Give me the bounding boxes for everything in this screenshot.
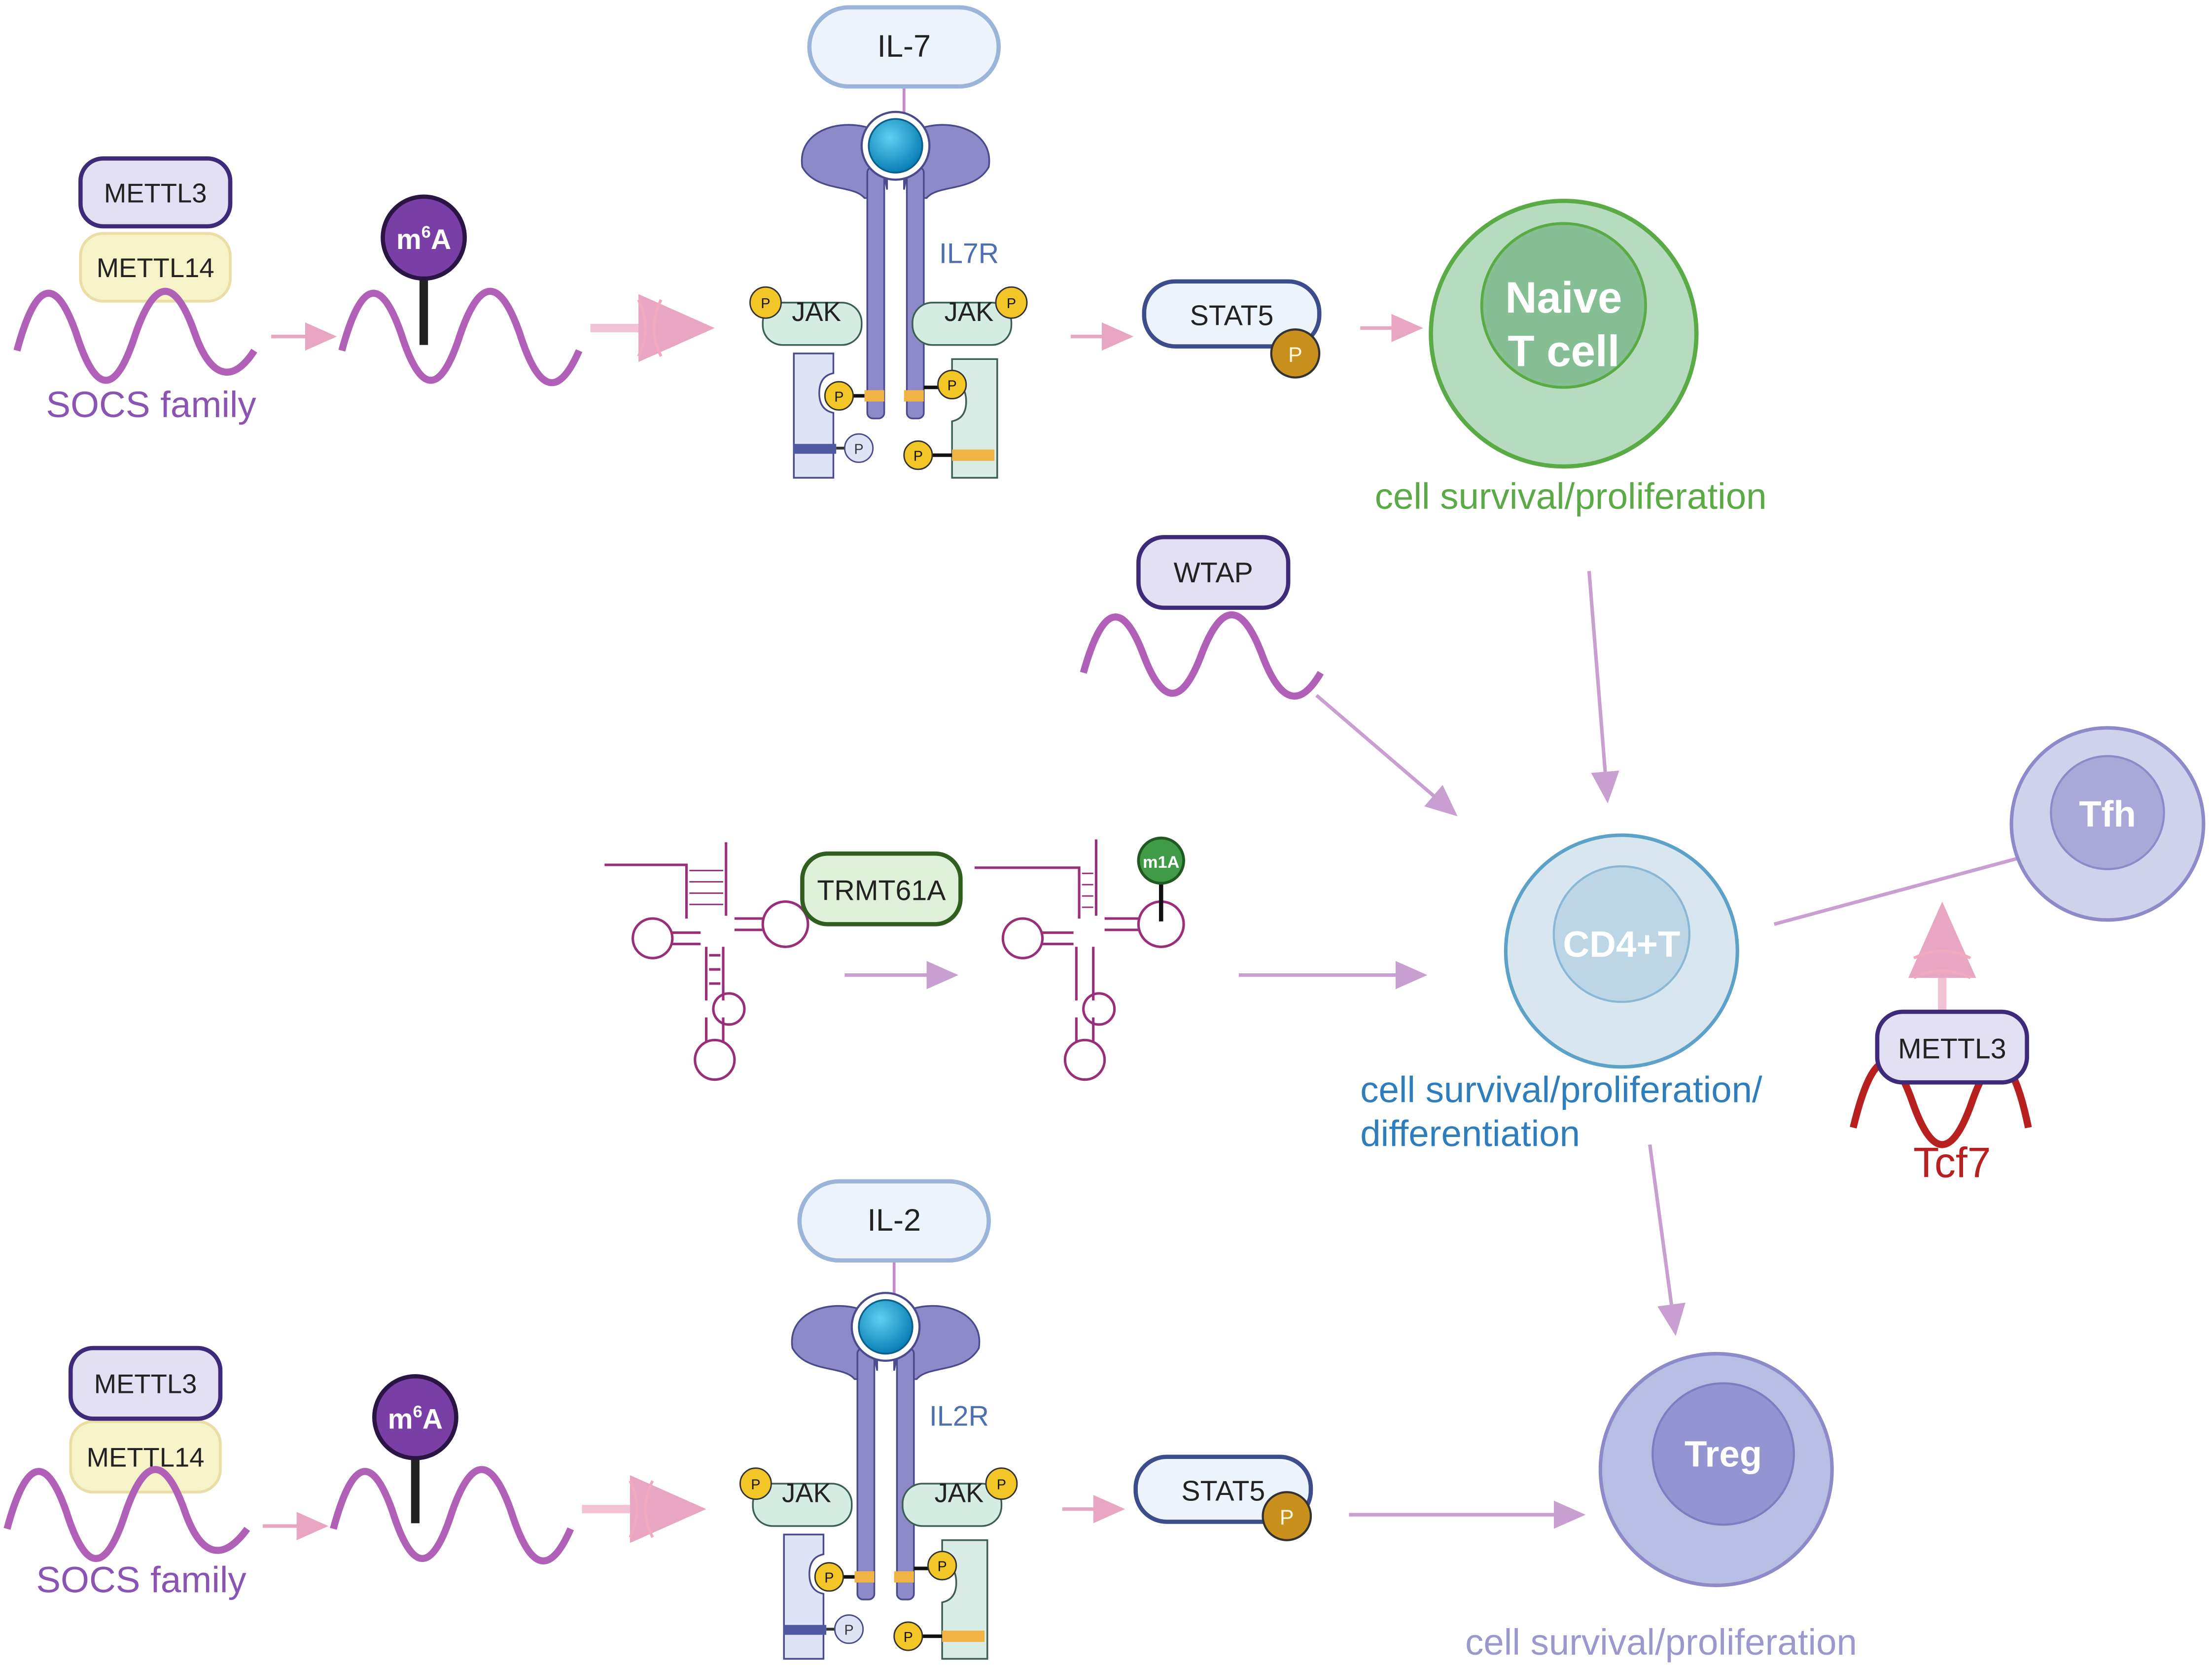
cd4-outcome-line2: differentiation [1360,1113,1580,1154]
socs-mrna-wave [13,287,257,384]
stat5-label-bottom: STAT5 [1181,1475,1265,1507]
cd4-t-cell-label: CD4+T [1563,923,1680,964]
trna-unmodified [604,842,809,1081]
arrow-naive-to-cd4 [1587,570,1619,804]
m6a-label: m6A [396,223,451,255]
trna-m1a-modified [975,839,1185,1081]
stat5-phospho-bottom [1262,1491,1312,1541]
tcf7-label: Tcf7 [1913,1139,1991,1186]
mettl3-label: METTL3 [104,178,207,208]
treg-cell-nucleus [1651,1382,1795,1526]
block-mark-tfh [1913,950,1971,979]
jak-left-label-bottom: JAK [782,1478,831,1508]
block-mark-top [637,299,663,357]
arrow-cd4-to-treg [1648,1144,1685,1336]
cd4-t-cell-nucleus [1552,865,1691,1003]
bottom-pathway: METTL14 METTL3 SOCS family m6A IL-2 JAK … [3,1179,1857,1663]
cd4-outcome-line1: cell survival/proliferation/ [1360,1069,1762,1110]
socs-family-label: SOCS family [46,384,256,425]
stat5-phospho-top [1270,328,1321,379]
mettl3-tcf7-label: METTL3 [1898,1033,2006,1065]
il7-ligand [807,5,1001,89]
naive-outcome-label: cell survival/proliferation [1375,476,1767,517]
il2r-receptor-complex [740,1293,1017,1659]
naive-t-cell-label-1: Naive [1505,273,1622,322]
mettl14-label-bottom: METTL14 [87,1443,205,1473]
il7r-label: IL7R [939,238,999,270]
il2-ligand [797,1179,991,1263]
trmt61a-label: TRMT61A [817,875,946,907]
mettl3-tcf7-box [1875,1009,2029,1085]
jak-left-label: JAK [792,297,841,327]
stat5-box-top [1142,279,1322,349]
middle-section: WTAP TRMT61A [604,535,2206,1336]
naive-t-cell-label-2: T cell [1508,327,1619,376]
wtap-mrna-wave [1080,611,1324,700]
block-mark-bottom [629,1480,654,1538]
stat5-label-top: STAT5 [1190,300,1274,332]
stat5-phospho-label-bottom: P [1280,1506,1294,1529]
jak-right-label: JAK [945,297,994,327]
mettl14-box-bottom [69,1420,222,1494]
mettl3-box [78,156,233,229]
mettl14-label: METTL14 [97,253,214,283]
socs-family-label-bottom: SOCS family [36,1560,246,1600]
mettl3-box-bottom [68,1346,223,1421]
stat5-phospho-label-top: P [1288,343,1302,367]
il7r-receptor-complex [750,112,1027,478]
top-pathway: METTL14 METTL3 SOCS family m6A IL-7 JAK … [13,5,1767,517]
trmt61a-box [800,851,963,926]
m6a-label-bottom: m6A [388,1402,443,1435]
wtap-label: WTAP [1174,557,1253,589]
il2r-label: IL2R [929,1401,989,1432]
il2-label: IL-2 [867,1203,921,1238]
arrow-wtap-to-cd4 [1315,694,1458,817]
treg-outcome-label: cell survival/proliferation [1465,1622,1857,1663]
jak-right-label-bottom: JAK [935,1478,984,1508]
m6a-mrna-wave-bottom [330,1466,574,1564]
wtap-box [1136,535,1291,610]
m6a-badge [381,194,467,281]
line-cd4-to-tfh [1773,856,2021,926]
treg-label: Treg [1685,1434,1762,1475]
il7-label: IL-7 [877,29,931,64]
mettl3-label-bottom: METTL3 [94,1369,197,1399]
m1a-label: m1A [1143,853,1180,872]
naive-t-cell-nucleus [1480,222,1647,389]
m6a-mrna-wave [338,287,583,387]
tfh-cell-nucleus [2050,755,2165,870]
tfh-label: Tfh [2079,794,2136,835]
m6a-badge-bottom [372,1374,458,1460]
m1a-badge [1137,836,1185,885]
socs-mrna-wave-bottom [3,1466,250,1562]
